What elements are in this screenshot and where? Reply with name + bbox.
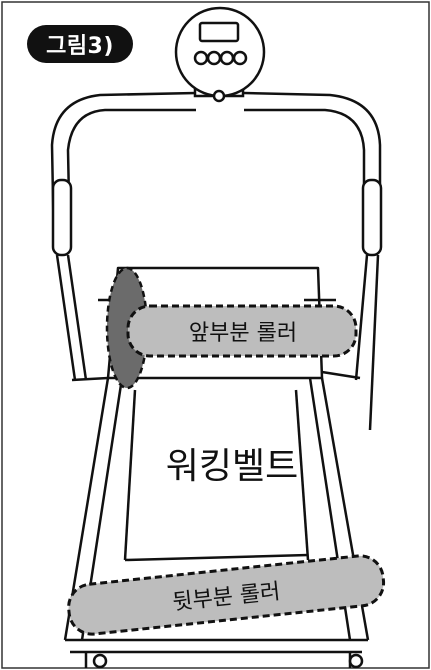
front-roller-label: 앞부분 롤러 [189,321,297,346]
figure-tag: 그림3) [27,25,133,63]
handlebar-frame [50,91,383,431]
walking-belt-label: 워킹벨트 [166,446,298,487]
rear-roller: 뒷부분 롤러 [67,554,386,636]
front-roller: 앞부분 롤러 [126,304,358,358]
console-display [174,6,266,103]
